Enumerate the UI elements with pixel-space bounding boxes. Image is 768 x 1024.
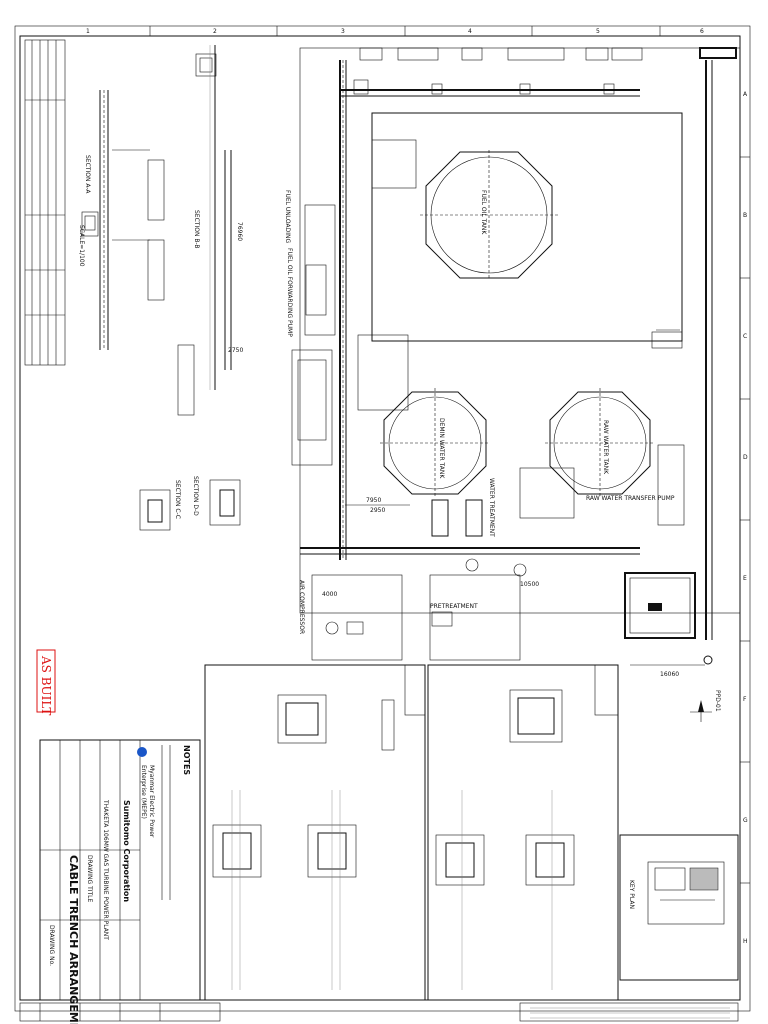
dim-6: PPD-01 (714, 690, 721, 712)
section-labels: SECTION A-A SECTION B-B SECTION C-C SECT… (78, 155, 200, 519)
trench-elevation-mid (195, 45, 232, 390)
demin-water-tank: DEMIN WATER TANK (380, 388, 490, 498)
frame-side-letter: D (743, 454, 748, 461)
as-built-stamp: AS BUILT (36, 649, 56, 715)
drawing-number: DRAWING No. (48, 925, 55, 966)
small-section-details (139, 479, 241, 531)
frame-side-letter: F (743, 696, 747, 703)
bottom-legend (19, 1002, 739, 1022)
as-built-text: AS BUILT (39, 655, 53, 715)
dim-5: 4000 (322, 591, 337, 598)
north-arrow (690, 655, 713, 722)
section-d: SECTION D-D (192, 476, 199, 516)
dim-2: 2950 (370, 507, 385, 514)
frame-top-number: 3 (341, 28, 345, 35)
key-plan-label: KEY PLAN (628, 880, 635, 909)
frame-top-number: 6 (700, 28, 704, 35)
drawing-title-2: CABLE TRENCH ARRANGEMENT (67, 855, 80, 1024)
raw-water-tank: RAW WATER TANK (545, 388, 655, 498)
section-scale: SCALE=1/100 (78, 225, 85, 267)
frame-side-letter: E (743, 575, 747, 582)
fuel-forwarding-pump-label: FUEL OIL FORWARDING PUMP (286, 248, 293, 337)
dim-8: 2750 (228, 347, 243, 354)
frame-side-letter: B (743, 212, 747, 219)
frame-side-letter: G (743, 817, 748, 824)
dimension-labels: 7950 2950 16060 10500 4000 PPD-01 76960 … (228, 222, 721, 712)
revision-table (24, 39, 66, 366)
frame-top-number: 5 (596, 28, 600, 35)
section-a: SECTION A-A (84, 155, 91, 194)
key-plan: KEY PLAN (619, 834, 739, 981)
frame-side-letter: H (743, 938, 748, 945)
fuel-oil-tank: FUEL OIL TANK (420, 150, 560, 280)
notes-heading: NOTES (182, 745, 191, 775)
drawing-title-1: DRAWING TITLE (86, 855, 93, 903)
detail-box-left (204, 664, 426, 1001)
plant-plan (299, 47, 741, 640)
frame-top-number: 4 (468, 28, 472, 35)
detail-box-right (427, 664, 619, 1001)
dim-7: 76960 (236, 222, 243, 241)
frame-top-number: 2 (213, 28, 217, 35)
client-line-1: Myanmar Electric Power (148, 765, 155, 838)
dim-1: 7950 (366, 497, 381, 504)
section-b: SECTION B-B (193, 210, 200, 249)
dim-3: 16060 (660, 671, 679, 678)
client-line-2: Enterprise (MEPE) (140, 765, 147, 819)
notes-block: NOTES (161, 745, 191, 900)
frame-side-letter: A (743, 91, 748, 98)
pretreatment-label: PRETREATMENT (430, 603, 478, 610)
trench-elevation-left (81, 90, 195, 416)
company-name: Sumitomo Corporation (122, 800, 131, 902)
project-name: THAKETA 106MW GAS TURBINE POWER PLANT (102, 799, 109, 940)
fuel-unloading-label: FUEL UNLOADING (284, 190, 291, 243)
frame-side-letter: C (743, 333, 747, 340)
fuel-oil-tank-label: FUEL OIL TANK (480, 190, 487, 235)
demin-plant-label: WATER TREATMENT (488, 478, 495, 537)
air-compressor-label: AIR COMPRESSOR (298, 580, 305, 634)
frame-top-number: 1 (86, 28, 90, 35)
demin-water-tank-label: DEMIN WATER TANK (438, 418, 445, 479)
equipment-blocks: RAW WATER TRANSFER PUMP FUEL OIL FORWARD… (284, 139, 696, 661)
dim-4: 10500 (520, 581, 539, 588)
title-block: Myanmar Electric Power Enterprise (MEPE)… (39, 739, 201, 1024)
raw-water-tank-label: RAW WATER TANK (602, 420, 609, 475)
raw-water-pump-label: RAW WATER TRANSFER PUMP (586, 495, 675, 502)
section-c: SECTION C-C (174, 480, 181, 519)
